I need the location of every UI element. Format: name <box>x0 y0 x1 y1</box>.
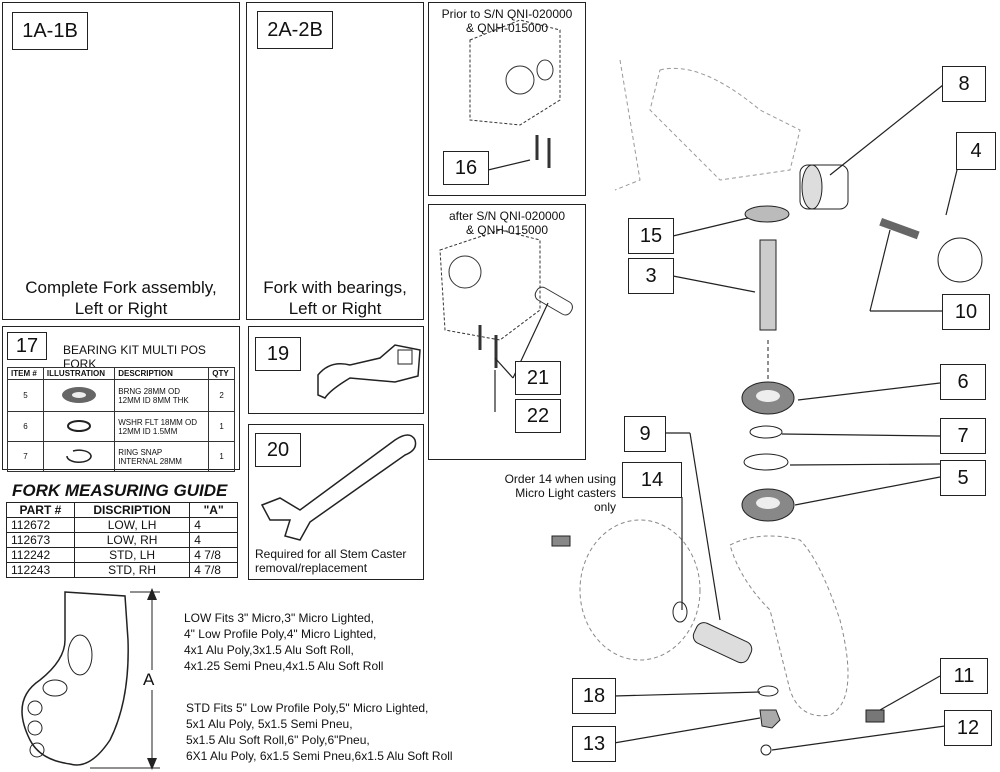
callout-19: 19 <box>255 337 301 371</box>
callout-10: 10 <box>942 294 990 330</box>
callout-22: 22 <box>515 399 561 433</box>
leader-lines <box>487 84 958 751</box>
callout-12: 12 <box>944 710 992 746</box>
callout-11: 11 <box>940 658 988 694</box>
bearing-icon <box>42 379 116 412</box>
callout-9: 9 <box>624 416 666 452</box>
panel-prior-serial: Prior to S/N QNI-020000 & QNH-015000 16 <box>428 2 586 196</box>
wrench-caption: Required for all Stem Caster removal/rep… <box>255 547 407 575</box>
callout-5: 5 <box>940 460 986 496</box>
panel-spanner: 19 <box>248 326 424 414</box>
std-fits-list: STD Fits 5" Low Profile Poly,5" Micro Li… <box>186 701 453 763</box>
callout-15: 15 <box>628 218 674 254</box>
panel-complete-fork: 1A-1B Complete Fork assembly, Left or Ri… <box>2 2 240 320</box>
kit-table: ITEM # ILLUSTRATION DESCRIPTION QTY 5 BR… <box>7 367 235 472</box>
low-fits-list: LOW Fits 3" Micro,3" Micro Lighted,4" Lo… <box>184 611 384 673</box>
panel-caption: Fork with bearings, Left or Right <box>263 278 407 318</box>
snap-ring-icon <box>42 441 116 472</box>
callout-7: 7 <box>940 418 986 454</box>
panel-tag-2a-2b: 2A-2B <box>257 11 333 49</box>
panel-wrench: 20 Required for all Stem Caster removal/… <box>248 424 424 580</box>
prior-sn-drawing <box>469 19 561 168</box>
callout-8: 8 <box>942 66 986 102</box>
dimension-a-label: A <box>143 670 155 690</box>
after-sn-drawing <box>439 229 573 368</box>
callout-18: 18 <box>572 678 616 714</box>
open-end-wrench-drawing <box>260 434 417 541</box>
callout-3: 3 <box>628 258 674 294</box>
callout-13: 13 <box>572 726 616 762</box>
panel-tag-1a-1b: 1A-1B <box>12 12 88 50</box>
fork-measuring-drawing <box>21 588 160 770</box>
callout-14: 14 <box>622 462 682 498</box>
callout-4: 4 <box>956 132 996 170</box>
measuring-guide-title: FORK MEASURING GUIDE <box>12 481 228 500</box>
panel-caption: Complete Fork assembly, Left or Right <box>25 278 217 318</box>
callout-16: 16 <box>443 151 489 185</box>
washer-icon <box>42 411 116 442</box>
spanner-wrench-drawing <box>317 344 421 399</box>
callout-6: 6 <box>940 364 986 400</box>
panel-fork-bearings: 2A-2B Fork with bearings, Left or Right <box>246 2 424 320</box>
callout-21: 21 <box>515 361 561 395</box>
after-serial-note: after S/N QNI-020000 & QNH-015000 <box>448 209 566 237</box>
panel-bearing-kit: 17 BEARING KIT MULTI POS FORK ITEM # ILL… <box>2 326 240 472</box>
callout-17: 17 <box>7 332 47 360</box>
panel-after-serial: after S/N QNI-020000 & QNH-015000 21 22 <box>428 204 586 460</box>
exploded-assembly-drawing <box>551 59 983 756</box>
prior-serial-note: Prior to S/N QNI-020000 & QNH-015000 <box>441 7 573 35</box>
callout-20: 20 <box>255 433 301 467</box>
